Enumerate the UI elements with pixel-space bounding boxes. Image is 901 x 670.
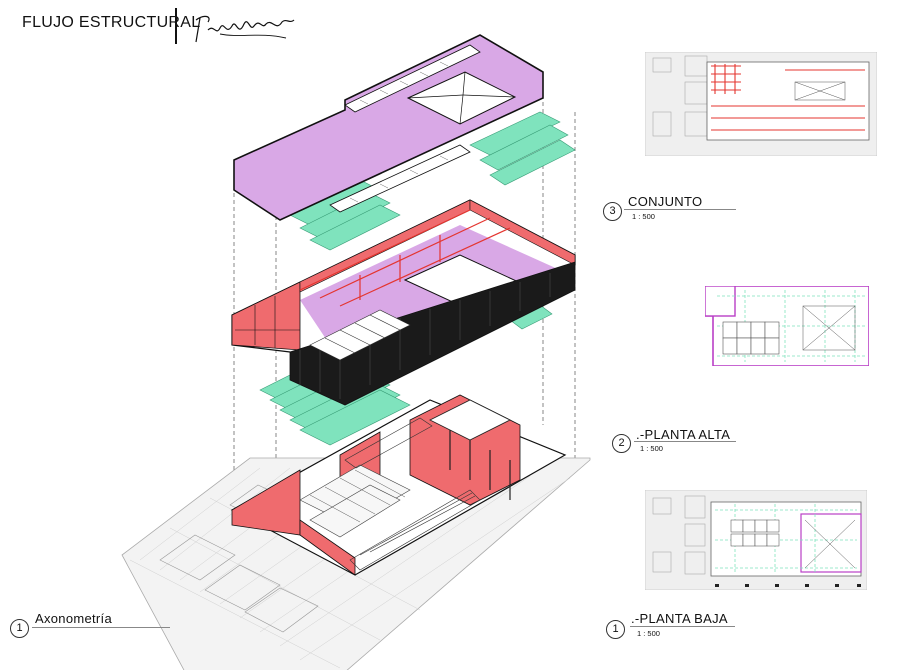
conjunto-plan [645,52,877,156]
caption-scale: 1 : 500 [632,212,655,221]
signature-icon [195,15,295,43]
caption-number: 2 [612,434,631,453]
title-separator [175,8,177,44]
caption-number: 1 [10,619,29,638]
caption-title-planta-baja: .-PLANTA BAJA [631,611,728,626]
caption-scale: 1 : 500 [640,444,663,453]
caption-title-conjunto: CONJUNTO [628,194,703,209]
caption-underline [630,626,735,627]
cubierta-volume [233,34,544,221]
caption-number: 3 [603,202,622,221]
caption-underline [634,441,736,442]
caption-underline [32,627,170,628]
caption-underline [624,209,736,210]
caption-title-axonometria: Axonometría [35,611,113,626]
planta-baja-volume [230,394,567,576]
planta-alta-plan [705,286,869,366]
page-title: FLUJO ESTRUCTURAL [22,14,201,31]
planta-alta-volume [231,199,576,406]
planta-baja-plan [645,490,867,590]
caption-title-planta-alta: .-PLANTA ALTA [636,427,731,442]
caption-scale: 1 : 500 [637,629,660,638]
caption-number: 1 [606,620,625,639]
